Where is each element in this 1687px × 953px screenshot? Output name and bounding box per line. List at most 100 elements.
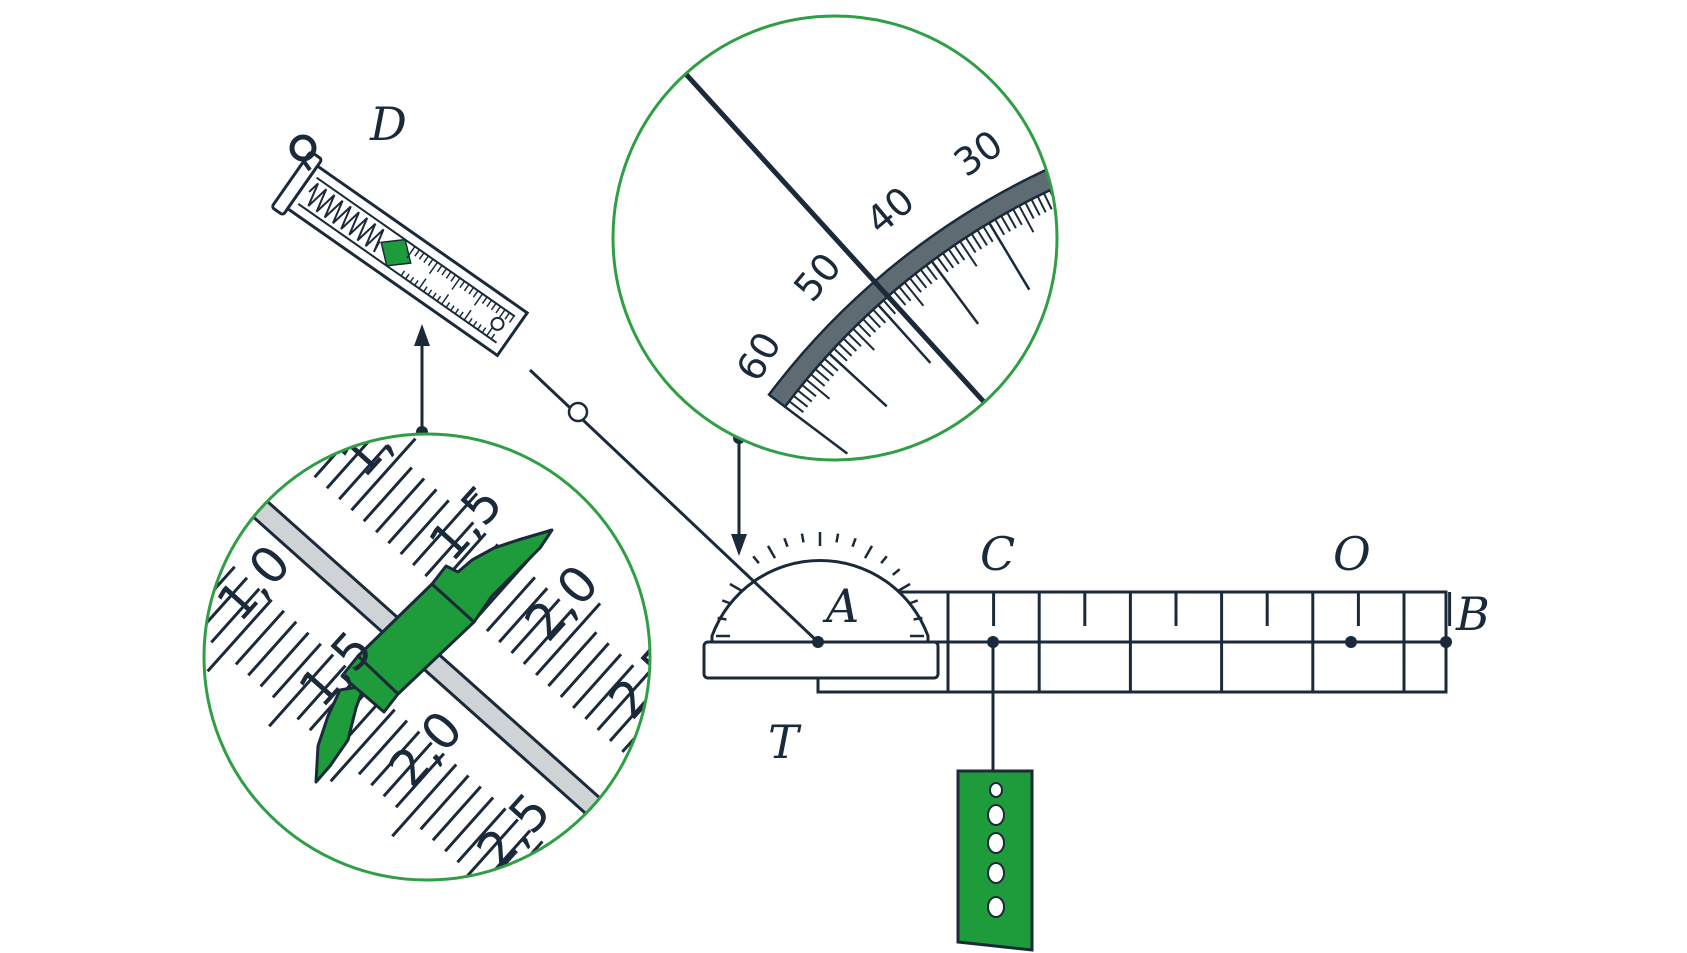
lens-tick bbox=[167, 274, 231, 346]
zoom-tick bbox=[914, 273, 928, 289]
lens-tick bbox=[88, 479, 136, 533]
zoom-tick bbox=[805, 378, 831, 400]
dynamometer-ticks bbox=[400, 246, 515, 340]
dynamometer-tick bbox=[473, 293, 484, 306]
lens-tick bbox=[431, 785, 482, 842]
lens-tick bbox=[370, 730, 421, 787]
lens-tick bbox=[645, 719, 650, 775]
protractor-tick bbox=[851, 537, 857, 548]
protractor-tick bbox=[783, 537, 789, 548]
zoom-tick bbox=[1006, 211, 1017, 229]
dynamometer-tick bbox=[459, 280, 466, 289]
zoom-tick bbox=[1234, 131, 1237, 149]
label-t: T bbox=[768, 715, 802, 769]
lens-tick bbox=[391, 763, 458, 838]
zoom-tick bbox=[872, 308, 887, 324]
protractor-tick bbox=[892, 568, 901, 576]
zoom-tick bbox=[925, 264, 938, 281]
lens-tick bbox=[23, 435, 87, 507]
zoom-tick bbox=[842, 337, 857, 352]
lens-tick bbox=[241, 358, 289, 412]
zoom-tick bbox=[784, 405, 849, 455]
zoom-tick bbox=[959, 240, 978, 267]
lens-tick bbox=[571, 653, 623, 709]
lens-tick bbox=[268, 653, 335, 728]
zoom-tick bbox=[976, 229, 988, 246]
zoom-tick bbox=[1012, 208, 1023, 226]
dynamometer-tick bbox=[406, 246, 416, 259]
zoom-tick bbox=[1261, 127, 1264, 145]
dynamometer-tick bbox=[451, 277, 461, 290]
dynamometer-tick bbox=[508, 315, 515, 323]
spring-icon bbox=[307, 182, 385, 253]
lens-tick bbox=[210, 587, 261, 644]
zoom-tick bbox=[947, 248, 960, 265]
zoom-tick bbox=[1275, 125, 1277, 143]
dynamometer-tick bbox=[413, 279, 419, 286]
dynamometer-tick bbox=[463, 309, 472, 321]
zoom-tick bbox=[919, 268, 933, 285]
protractor-tick bbox=[880, 555, 888, 564]
protractor-tick bbox=[766, 545, 777, 559]
zoom-tick bbox=[953, 244, 966, 261]
zoom-tick bbox=[1042, 192, 1053, 210]
lens-tick bbox=[419, 774, 470, 831]
dynamometer-tick bbox=[428, 261, 439, 275]
dynamometer-tick bbox=[495, 306, 502, 314]
zoom-tick bbox=[814, 368, 830, 382]
thread-loop bbox=[567, 401, 589, 423]
zoom-tick bbox=[1069, 182, 1076, 198]
zoom-tick bbox=[1193, 140, 1197, 158]
lens-tick bbox=[456, 807, 507, 864]
label-o: O bbox=[1333, 527, 1371, 581]
zoom-tick bbox=[982, 225, 994, 243]
zoom-tick bbox=[801, 384, 817, 398]
lens-tick bbox=[130, 259, 178, 313]
zoom-tick bbox=[1075, 179, 1082, 196]
protractor-tick bbox=[721, 599, 732, 605]
protractor bbox=[702, 532, 940, 680]
protractor-tick bbox=[913, 616, 923, 621]
dynamometer-tick bbox=[468, 317, 473, 324]
zoom-tick bbox=[1295, 123, 1297, 141]
protractor-zoom-lens: 30 40 50 60 bbox=[611, 14, 1321, 462]
zoom-tick bbox=[1254, 128, 1257, 146]
dynamometer-tick bbox=[486, 299, 493, 308]
zoom-tick bbox=[810, 373, 826, 387]
lens-tick bbox=[485, 576, 537, 633]
lens-tick bbox=[296, 664, 347, 721]
dynamometer-tick bbox=[463, 283, 470, 292]
zoom-tick bbox=[1309, 122, 1310, 140]
zoom-tick bbox=[1160, 148, 1165, 165]
zoom-tick bbox=[1000, 215, 1011, 232]
dynamometer-tick bbox=[481, 327, 487, 334]
dynamometer-tick bbox=[472, 320, 478, 327]
dynamometer-tick bbox=[404, 273, 410, 280]
dynamometer-tick bbox=[468, 287, 475, 295]
lens-tick bbox=[234, 609, 286, 666]
zoom-tick bbox=[1094, 171, 1101, 188]
zoom-tick bbox=[1316, 121, 1321, 199]
zoom-tick bbox=[1114, 163, 1141, 236]
zoom-tick bbox=[857, 323, 872, 338]
lens-tick bbox=[444, 796, 495, 853]
zoom-tick bbox=[792, 394, 809, 408]
lens-tick bbox=[514, 873, 581, 880]
zoom-tick bbox=[1166, 147, 1171, 164]
lens-tick bbox=[424, 521, 475, 578]
label-b: B bbox=[1455, 587, 1490, 641]
zoom-tick bbox=[1180, 143, 1200, 219]
lens-tick bbox=[559, 642, 610, 698]
lens-tick bbox=[596, 657, 650, 731]
weight-hole bbox=[987, 804, 1005, 826]
lens-tick bbox=[76, 468, 124, 522]
dynamometer-tick bbox=[454, 308, 460, 315]
lens-tick bbox=[547, 631, 598, 687]
lens-tick bbox=[51, 446, 99, 500]
zoom-tick bbox=[1289, 124, 1291, 142]
zoom-tick bbox=[1018, 205, 1035, 233]
lens-tick bbox=[204, 325, 252, 379]
protractor-tick bbox=[800, 533, 805, 543]
zoom-tick bbox=[828, 352, 888, 408]
zoom-tick bbox=[1186, 141, 1190, 159]
